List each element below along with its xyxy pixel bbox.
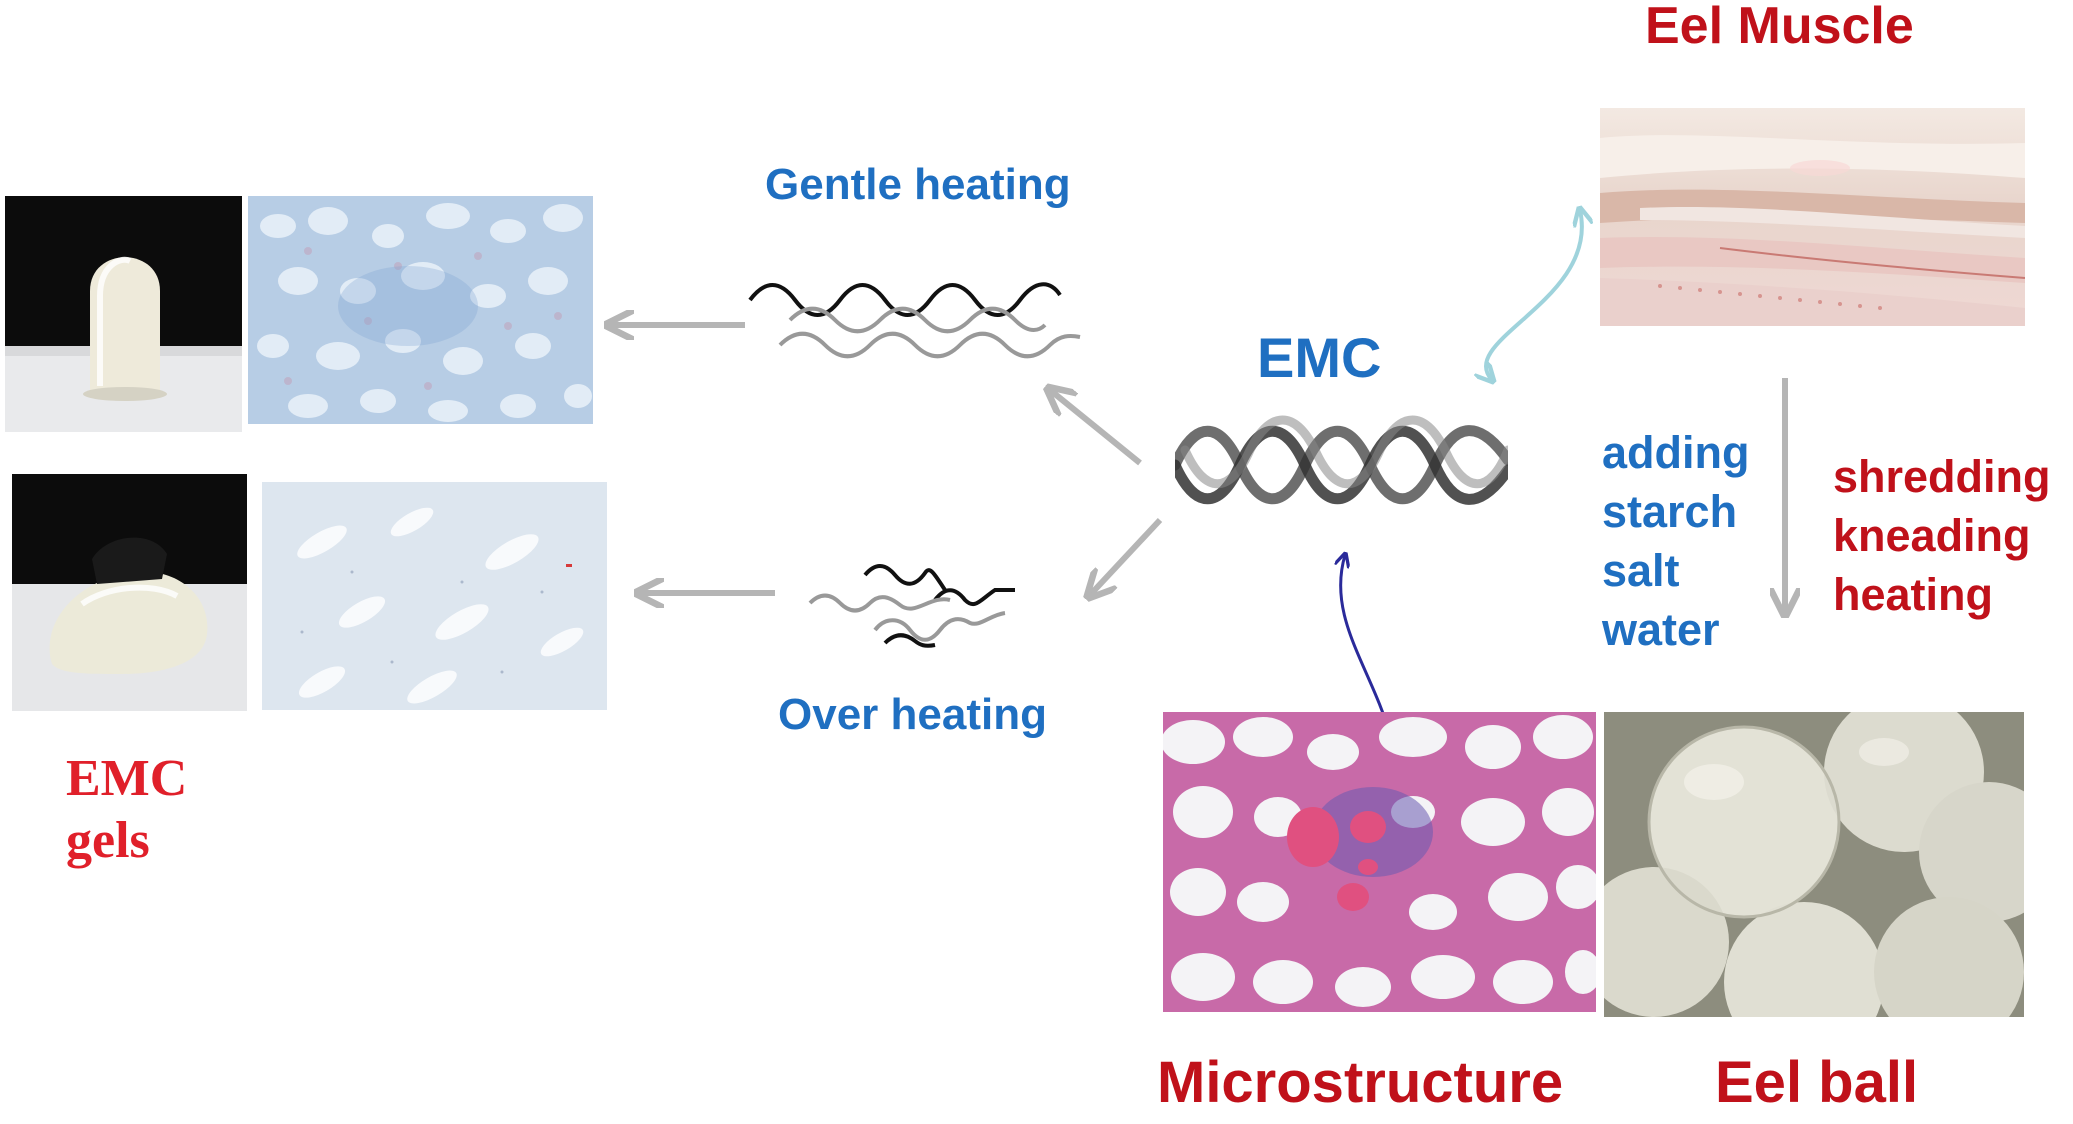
eel-ball-label: Eel ball [1715,1050,1919,1115]
gentle-heating-strands [748,282,1081,359]
micrograph-gentle [248,196,593,424]
strand-gray [788,306,1047,334]
emc-gels-label: EMC gels [66,748,187,872]
eel-muscle-photo [1600,108,2025,326]
emc-helix-image [1175,400,1508,530]
emc-label: EMC [1257,326,1382,389]
strand-gray [808,593,951,613]
gel-photo-over [12,474,247,711]
ingredient-item: starch [1602,486,1738,537]
process-item: shredding [1833,451,2051,502]
eel-muscle-label: Eel Muscle [1645,0,1914,55]
strand-black [863,564,947,592]
ingredient-list: adding starch salt water [1602,423,1749,659]
ingredient-item: water [1602,604,1720,655]
microstructure-label: Microstructure [1157,1050,1564,1115]
emc-gels-line: EMC [66,750,188,807]
strand-black [933,588,1015,607]
ingredient-item: salt [1602,545,1680,596]
gel-photo-gentle [5,196,242,432]
emc-gels-line: gels [66,812,150,869]
eel-ball-photo [1604,712,2024,1017]
arrow-emc-eel-muscle [1486,210,1582,380]
gentle-heating-label: Gentle heating [765,160,1071,209]
over-heating-strands [808,564,1015,648]
process-item: kneading [1833,510,2031,561]
micrograph-over [262,482,607,710]
microstructure-photo [1163,712,1596,1012]
strand-gray [873,611,1006,642]
strand-gray [778,331,1081,359]
arrow-emc-to-gentle [1050,390,1142,466]
ingredient-item: adding [1602,427,1750,478]
process-item: heating [1833,569,1994,620]
arrow-emc-to-over [1090,517,1163,595]
over-heating-label: Over heating [778,690,1047,739]
strand-black [748,282,1062,317]
strand-black [883,633,936,648]
process-list: shredding kneading heating [1833,447,2051,624]
